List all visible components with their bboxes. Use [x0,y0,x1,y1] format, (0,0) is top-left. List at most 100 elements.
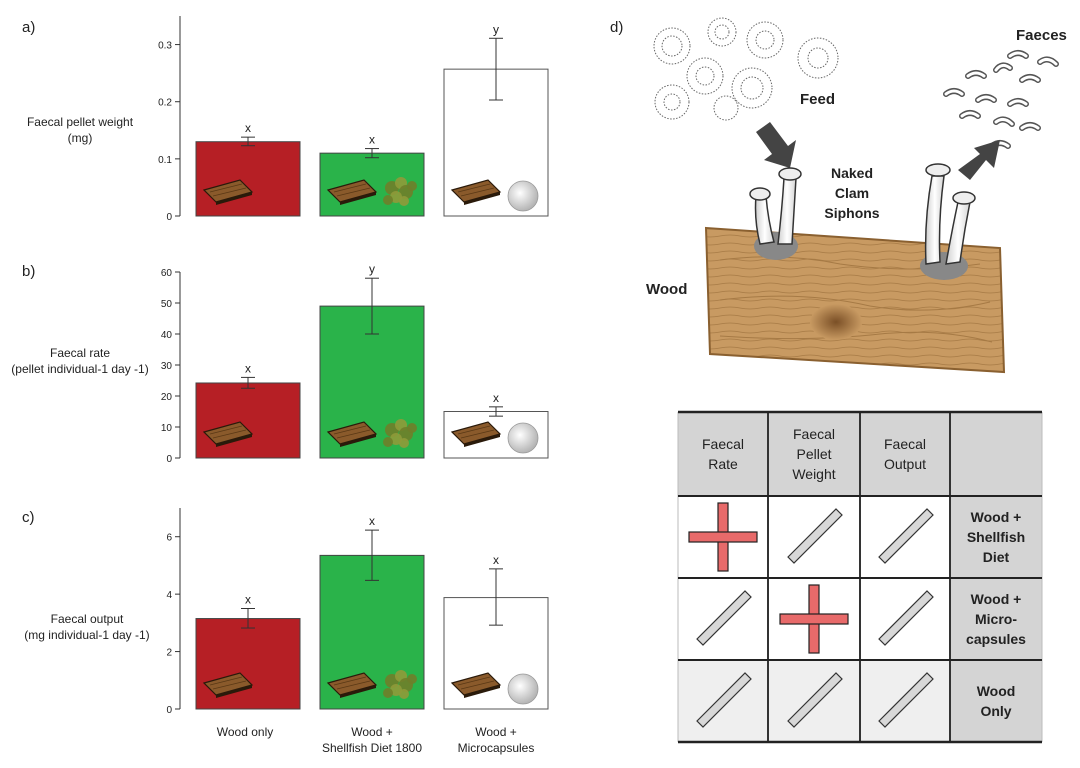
wood-icon-edge [340,434,376,447]
table-row-label: Wood [977,683,1016,699]
y-tick-label: 40 [161,330,173,341]
wood-icon-grain [333,676,371,690]
y-tick-label: 0.3 [158,41,172,52]
table-header-text: Pellet [796,446,831,462]
y-tick-label: 10 [161,423,173,434]
algae-icon-blob [407,423,417,433]
slash-no-change-icon [696,672,752,728]
significance-letter: x [493,391,499,405]
faeces-highlight [944,51,1058,148]
wood-icon-edge [464,192,500,205]
panel-b-label: b) [22,263,35,280]
slash-no-change-icon [878,672,934,728]
plus-center [719,533,727,541]
wood-icon-grain [209,676,247,690]
algae-icon-blob [407,674,417,684]
y-tick-label: 0 [166,212,172,223]
panel-b-chart: b) Faecal rate (pellet individual-1 day … [11,262,549,465]
category-label-microcapsules-line2: Microcapsules [458,741,535,755]
siphon-label-line1: Naked [831,165,873,181]
wood-icon-edge [216,434,252,447]
category-label-microcapsules-line1: Wood + [475,725,516,739]
table-header-text: Faecal [884,436,926,452]
arrow-down-icon [756,122,796,168]
panel-a-ylabel-line1: Faecal pellet weight [27,115,134,129]
wood-icon-grain [209,183,247,197]
algae-icon-blob [383,688,393,698]
slash-no-change-icon [878,590,934,646]
microcapsule-icon [507,180,539,212]
algae-icon [383,177,417,206]
y-tick-label: 30 [161,361,173,372]
table-row-label: Shellfish [967,529,1025,545]
significance-letter: x [369,133,375,147]
panel-c-ylabel-line2: (mg individual-1 day -1) [24,628,149,642]
wood-icon-edge [340,192,376,205]
table-header-text: Output [884,456,926,472]
wood-icon-edge [340,685,376,698]
table-row-label: Wood + [971,509,1022,525]
significance-letter: x [369,514,375,528]
panel-d-diagram: d) Feed Faeces [610,17,1067,744]
panel-c-ylabel-line1: Faecal output [51,612,124,626]
wood-icon-edge [216,685,252,698]
significance-letter: y [369,262,375,276]
microcapsule-icon [507,422,539,454]
plus-increase-icon [779,584,849,654]
slash-no-change-icon [696,590,752,646]
table-row-label: Micro- [975,611,1017,627]
algae-icon-blob [399,196,409,206]
panel-b-ylabel-line2: (pellet individual-1 day -1) [11,362,148,376]
significance-letter: x [245,121,251,135]
table-row-label: Only [980,703,1011,719]
slash-no-change-icon [787,672,843,728]
wood-icon-edge [464,434,500,447]
x-category-labels: Wood only Wood + Shellfish Diet 1800 Woo… [217,725,535,755]
wood-icon-grain [457,425,495,439]
panel-a-label: a) [22,19,35,36]
siphon-label-line2: Clam [835,185,869,201]
wood-icon-edge [216,192,252,205]
wood-icon-grain [457,183,495,197]
wood-icon-edge [464,685,500,698]
algae-icon-blob [383,195,393,205]
panel-a-ylabel-line2: (mg) [68,131,93,145]
siphon-left-icon [749,167,802,260]
algae-icon-blob [399,689,409,699]
algae-icon-blob [407,181,417,191]
wood-icon-grain [333,425,371,439]
slash-no-change-icon [878,508,934,564]
table-row-label-bg [950,578,1042,660]
feed-label: Feed [800,91,835,108]
table-row-label-bg [950,660,1042,742]
significance-letter: x [245,361,251,375]
bar [195,141,301,217]
faeces-label: Faeces [1016,27,1067,44]
panel-c-chart: c) Faecal output (mg individual-1 day -1… [22,508,549,716]
category-label-shellfish-line1: Wood + [351,725,392,739]
wood-icon-grain [457,676,495,690]
y-tick-label: 60 [161,268,173,279]
arrow-up-icon [958,140,1000,180]
significance-letter: y [493,22,499,36]
panel-d-label: d) [610,19,623,36]
y-tick-label: 0.1 [158,155,172,166]
table-row-label: Wood + [971,591,1022,607]
y-tick-label: 0.2 [158,98,172,109]
algae-icon [383,419,417,448]
table-header-text: Weight [792,466,835,482]
wood-icon-grain [333,183,371,197]
category-label-wood-only: Wood only [217,725,273,739]
category-label-shellfish-line2: Shellfish Diet 1800 [322,741,422,755]
panel-b-ylabel-line1: Faecal rate [50,346,110,360]
siphon-label-line3: Siphons [824,205,879,221]
summary-table: FaecalRateFaecalPelletWeightFaecalOutput… [677,410,1043,744]
plus-center [810,615,818,623]
y-tick-label: 50 [161,299,173,310]
table-header-text: Faecal [702,436,744,452]
table-row-label: capsules [966,631,1026,647]
y-tick-label: 20 [161,392,173,403]
table-row-label: Diet [983,549,1010,565]
y-tick-label: 6 [166,533,172,544]
